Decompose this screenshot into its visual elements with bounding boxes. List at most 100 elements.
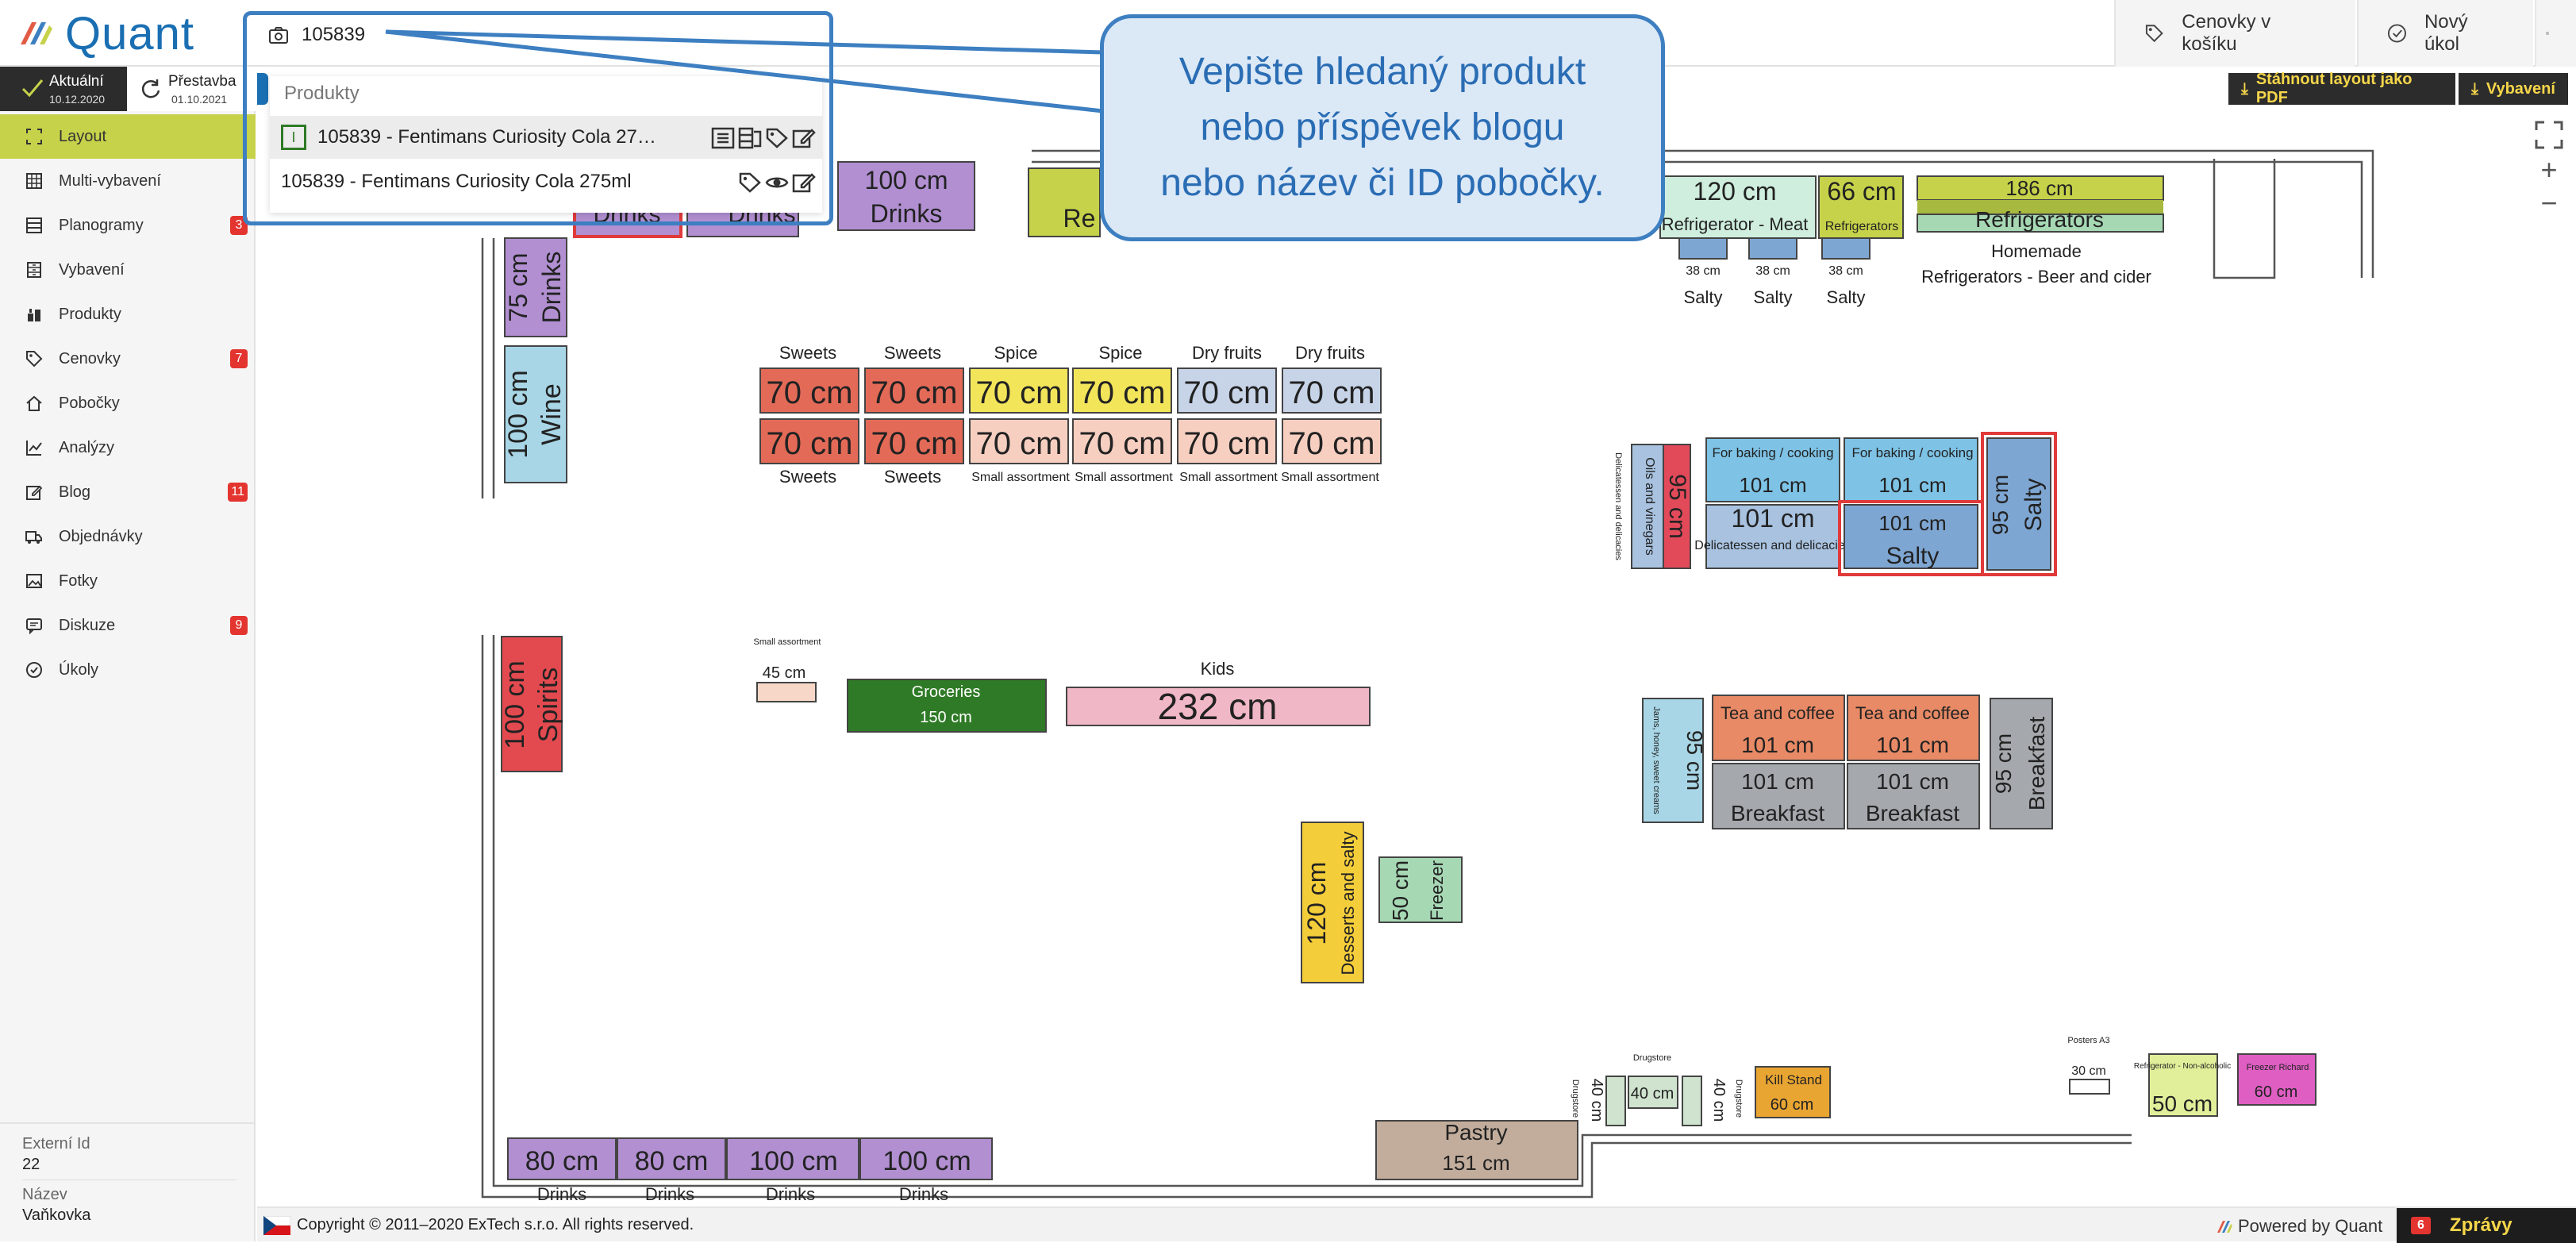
shelf-breakfast-95[interactable]: 95 cm Breakfast (1990, 698, 2053, 829)
sidebar-item-price-tags[interactable]: Cenovky 7 (0, 337, 256, 381)
shelf-kids[interactable]: Kids 232 cm (1066, 659, 1371, 727)
shelf-tea-2[interactable]: Tea and coffee 101 cm (1847, 695, 1980, 761)
shelf-salty-95[interactable]: 95 cm Salty (1981, 432, 2057, 576)
dropdown-item[interactable]: I 105839 - Fentimans Curiosity Cola 27… (270, 116, 822, 159)
shelf-rect (1605, 1076, 1626, 1126)
edit-icon[interactable] (792, 127, 816, 149)
shelf-salty[interactable]: 101 cm Salty (1838, 500, 1984, 576)
shelf-desserts[interactable]: 120 cm Desserts and salty (1301, 822, 1364, 983)
shelf-size: 30 cm (2071, 1064, 2106, 1078)
image-icon (25, 572, 43, 590)
version-rebuild-date: 01.10.2021 (171, 93, 228, 106)
sidebar-item-layout[interactable]: Layout (0, 114, 256, 159)
zoom-in-button[interactable]: + (2540, 153, 2558, 186)
shelf-fridge-66[interactable]: 66 cm Refrigerators (1818, 175, 1904, 239)
shelf-drinks-vertical[interactable]: 75 cm Drinks (504, 237, 567, 337)
camera-icon[interactable] (268, 25, 289, 44)
gondola-top-label: Dry fruits (1192, 343, 1262, 363)
dropdown-item-actions (711, 127, 816, 149)
equipment-icon[interactable] (738, 127, 762, 149)
gondola-bottom-label: Sweets (884, 467, 941, 487)
messages-button[interactable]: 6 Zprávy (2397, 1208, 2576, 1243)
powered-by[interactable]: Powered by Quant (2216, 1216, 2382, 1237)
shelf-breakfast-1[interactable]: 101 cm Breakfast (1712, 763, 1845, 829)
price-tags-in-cart-button[interactable]: Cenovky v košíku (2114, 0, 2355, 67)
edit-icon[interactable] (792, 171, 816, 194)
shelf-fridge-non-alcoholic[interactable]: Refrigerator - Non-alcoholic 50 cm (2134, 1053, 2231, 1117)
sidebar-item-orders[interactable]: Objednávky (0, 514, 256, 559)
gondola-size: 70 cm (976, 375, 1063, 410)
shelf-size: 38 cm (1686, 264, 1721, 278)
shelf-drugstore[interactable]: Drugstore 40 cm 40 cm 40 cm Drugstore Dr… (1571, 1053, 1744, 1126)
tag-icon[interactable] (765, 127, 789, 149)
sidebar-item-branches[interactable]: Pobočky (0, 381, 256, 425)
sidebar-item-analytics[interactable]: Analýzy (0, 425, 256, 470)
tag-icon[interactable] (738, 171, 762, 194)
download-layout-pdf-button[interactable]: ⤓ Stáhnout layout jako PDF (2228, 71, 2455, 106)
shelf-name: For baking / cooking (1851, 445, 1973, 460)
shelf-baking-2[interactable]: For baking / cooking 101 cm (1844, 437, 1978, 502)
external-id-label: Externí Id (22, 1135, 90, 1153)
shelf-rect (504, 237, 567, 337)
user-profile-button[interactable] (2535, 0, 2576, 67)
shelf-size: 95 cm (1988, 475, 2013, 535)
user-badge-icon (2546, 32, 2549, 35)
shelf-kill-stand[interactable]: Kill Stand 60 cm (1755, 1066, 1831, 1118)
zoom-out-button[interactable]: − (2540, 187, 2558, 219)
shelf-rect (1659, 175, 1817, 239)
shelf-tea-1[interactable]: Tea and coffee 101 cm (1712, 695, 1845, 761)
shelf-small-assortment[interactable]: Small assortment 45 cm (754, 637, 821, 702)
new-task-button[interactable]: Nový úkol (2357, 0, 2533, 67)
shelf-jams[interactable]: Jams, honey, sweet creams 95 cm (1642, 698, 1707, 823)
gondola-block[interactable]: Sweets Sweets Spice Spice Dry fruits Dry… (759, 343, 1382, 487)
search-highlight-frame (243, 11, 833, 225)
zoom-fit-button[interactable] (2533, 119, 2565, 151)
shelf-size: 101 cm (1878, 511, 1946, 535)
sidebar-item-photos[interactable]: Fotky (0, 559, 256, 603)
equipment-button[interactable]: ⤓ Vybavení (2459, 73, 2568, 105)
shelf-oils-vinegars[interactable]: Oils and vinegars Delicatessen and delic… (1613, 444, 1691, 569)
shelf-bottom-drinks[interactable]: 80 cm 80 cm 100 cm 100 cm Drinks Drinks … (507, 1137, 993, 1204)
shelf-breakfast-2[interactable]: 101 cm Breakfast (1847, 763, 1980, 829)
shelf-spirits[interactable]: 100 cm Spirits (500, 636, 563, 772)
sidebar-item-label: Diskuze (59, 616, 116, 634)
planogram-icon[interactable] (711, 127, 735, 149)
czech-flag-icon[interactable] (263, 1216, 290, 1235)
sidebar-item-label: Multi-vybavení (59, 171, 161, 190)
shelf-salty-small-group[interactable]: 38 cm 38 cm 38 cm Salty Salty Salty (1678, 237, 1870, 307)
shelf-posters[interactable]: Posters A3 30 cm (2067, 1036, 2110, 1095)
shelf-rect (1705, 437, 1840, 502)
app-logo[interactable]: Quant (14, 8, 194, 60)
shelf-freezer-richard[interactable]: Freezer Richard 60 cm (2237, 1053, 2316, 1106)
sidebar-item-tasks[interactable]: Úkoly (0, 648, 256, 692)
shelf-sub: Homemade (1991, 241, 2082, 261)
shelf-fridge-meat[interactable]: 120 cm Refrigerator - Meat (1659, 175, 1817, 239)
panel-toggle-tab[interactable] (257, 73, 268, 105)
blog-badge: 11 (228, 483, 248, 502)
shelf-groceries[interactable]: Groceries 150 cm (847, 679, 1047, 733)
shelf-size: 38 cm (1828, 264, 1863, 278)
sidebar-item-planograms[interactable]: Planogramy 3 (0, 203, 256, 248)
shelf-size: 95 cm (1682, 730, 1707, 791)
shelf-name: Salty (1754, 287, 1793, 307)
shelf-name: Posters A3 (2067, 1036, 2109, 1045)
dropdown-item[interactable]: 105839 - Fentimans Curiosity Cola 275ml (270, 160, 822, 203)
version-rebuild-tab[interactable]: Přestavba 01.10.2021 (127, 67, 256, 111)
sidebar-item-multi-equipment[interactable]: Multi-vybavení (0, 159, 256, 203)
shelf-sub: Refrigerators - Beer and cider (1921, 267, 2151, 287)
sidebar-item-equipment[interactable]: Vybavení (0, 248, 256, 292)
shelf-fridge-186[interactable]: 186 cm Refrigerators Homemade Refrigerat… (1917, 175, 2164, 287)
shelf-pastry[interactable]: Pastry 151 cm (1375, 1120, 1578, 1180)
eye-icon[interactable] (765, 171, 789, 194)
shelf-name: Freezer (1427, 860, 1447, 921)
shelf-baking-1[interactable]: For baking / cooking 101 cm (1705, 437, 1840, 502)
sidebar-item-discussions[interactable]: Diskuze 9 (0, 603, 256, 648)
dropdown-item-label: 105839 - Fentimans Curiosity Cola 275ml (281, 171, 632, 192)
shelf-delicatessen[interactable]: 101 cm Delicatessen and delicacies (1694, 504, 1851, 569)
gondola-size: 70 cm (976, 426, 1063, 461)
sidebar-item-products[interactable]: Produkty (0, 292, 256, 337)
shelf-freezer[interactable]: 50 cm Freezer (1378, 856, 1463, 923)
sidebar-item-blog[interactable]: Blog 11 (0, 470, 256, 514)
shelf-wine[interactable]: 100 cm Wine (503, 345, 567, 483)
version-active-tab[interactable]: Aktuální 10.12.2020 (0, 67, 127, 111)
